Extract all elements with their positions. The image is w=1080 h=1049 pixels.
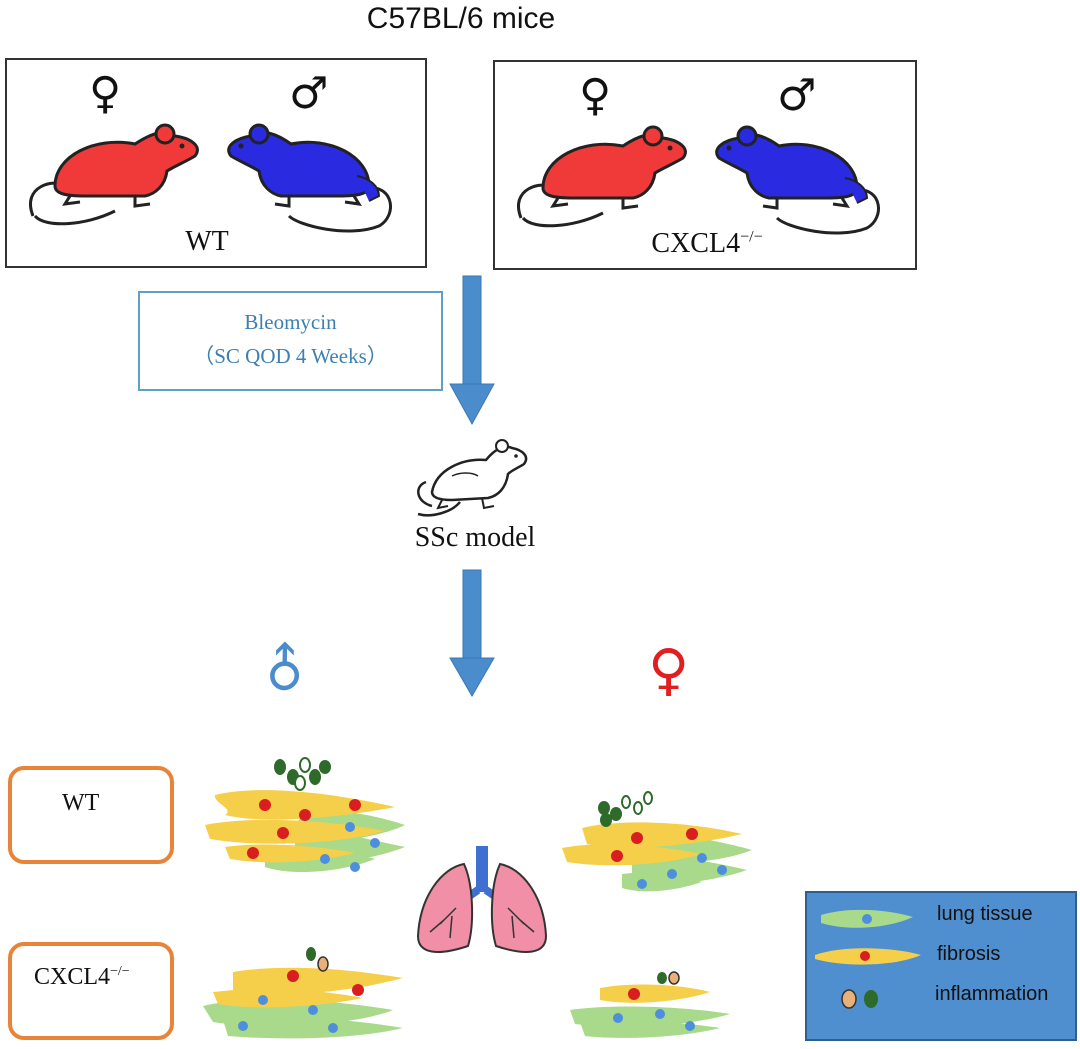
group-label-cxcl4-sup: −/−	[740, 228, 763, 246]
male-mouse-icon	[715, 125, 880, 235]
mouse-outline-icon	[417, 439, 528, 517]
female-mouse-icon	[517, 125, 687, 228]
row-label-cxcl4-text: CXCL4	[34, 964, 111, 990]
group-box-cxcl4: ♀ ♂ CXCL4−/−	[493, 60, 917, 270]
row-label-cxcl4: CXCL4−/−	[34, 964, 130, 991]
legend: lung tissue fibrosis inflammation	[805, 891, 1077, 1041]
group-box-wt: ♀ ♂ WT	[5, 58, 427, 268]
treatment-line1: Bleomycin	[244, 310, 337, 334]
female-mouse-icon	[29, 123, 199, 226]
row-box-wt: WT	[8, 766, 174, 864]
inflammation-swatch-icon	[841, 989, 878, 1009]
down-arrow	[449, 569, 495, 697]
row-label-wt: WT	[62, 790, 100, 816]
treatment-box: Bleomycin （SC QOD 4 Weeks）	[138, 291, 443, 391]
row-label-cxcl4-sup: −/−	[110, 964, 130, 979]
female-symbol: ♀	[579, 70, 612, 121]
group-label-cxcl4: CXCL4−/−	[495, 228, 919, 260]
tissue-female-wt	[562, 791, 752, 892]
legend-label-lung-tissue: lung tissue	[937, 903, 1033, 925]
male-symbol-bottom: ♂	[247, 632, 324, 708]
lung-tissue-swatch-icon	[821, 909, 913, 928]
group-label-cxcl4-text: CXCL4	[651, 228, 741, 259]
group-label-wt: WT	[185, 226, 229, 257]
legend-label-fibrosis: fibrosis	[937, 943, 1001, 965]
legend-label-inflammation: inflammation	[935, 983, 1049, 1005]
row-box-cxcl4: CXCL4−/−	[8, 942, 174, 1040]
fibrosis-swatch-icon	[815, 948, 921, 965]
diagram-title: C57BL/6 mice	[366, 2, 556, 35]
treatment-line2: （SC QOD 4 Weeks）	[193, 344, 388, 368]
ssc-model-label: SSc model	[414, 522, 536, 553]
male-symbol: ♂	[289, 68, 329, 119]
down-arrow	[449, 275, 495, 426]
tissue-female-cxcl4	[570, 971, 730, 1038]
female-symbol: ♀	[89, 68, 122, 119]
male-symbol: ♂	[777, 70, 817, 121]
female-symbol-bottom: ♀	[648, 638, 690, 703]
male-mouse-icon	[227, 123, 392, 233]
tissue-male-cxcl4	[203, 947, 403, 1039]
tissue-male-wt	[205, 757, 405, 873]
lung-icon	[416, 846, 548, 953]
